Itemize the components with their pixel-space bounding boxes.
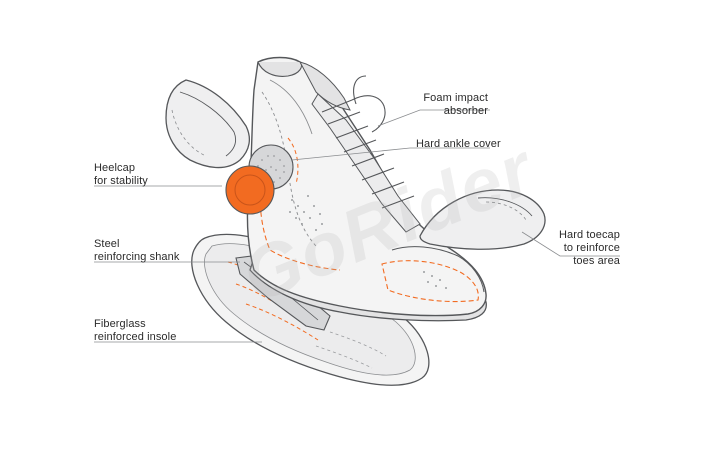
label-insole-line2: reinforced insole — [94, 331, 177, 343]
label-insole-line1: Fiberglass — [94, 318, 146, 330]
label-toecap-line2: to reinforce — [563, 242, 620, 254]
label-shank-line2: reinforcing shank — [94, 251, 180, 263]
label-foam-line2: absorber — [443, 105, 488, 117]
label-foam-line1: Foam impact — [423, 92, 488, 104]
label-ankle-line1: Hard ankle cover — [416, 138, 501, 150]
label-fiberglass-insole: Fiberglass reinforced insole — [94, 318, 176, 344]
label-heelcap-line2: for stability — [94, 175, 148, 187]
foam-impact-absorber — [225, 165, 275, 215]
label-heelcap: Heelcap for stability — [94, 162, 148, 188]
label-hard-toecap: Hard toecap to reinforce toes area — [559, 229, 620, 268]
heelcap-piece — [165, 79, 251, 169]
label-toecap-line3: toes area — [573, 255, 620, 267]
label-heelcap-line1: Heelcap — [94, 162, 136, 174]
toecap-piece — [419, 189, 546, 250]
label-hard-ankle-cover: Hard ankle cover — [416, 138, 501, 151]
label-shank-line1: Steel — [94, 238, 120, 250]
sneaker-body — [246, 56, 487, 322]
label-steel-shank: Steel reinforcing shank — [94, 238, 179, 264]
label-foam-impact-absorber: Foam impact absorber — [423, 92, 488, 118]
label-toecap-line1: Hard toecap — [558, 229, 620, 241]
leader-lines — [94, 109, 620, 343]
